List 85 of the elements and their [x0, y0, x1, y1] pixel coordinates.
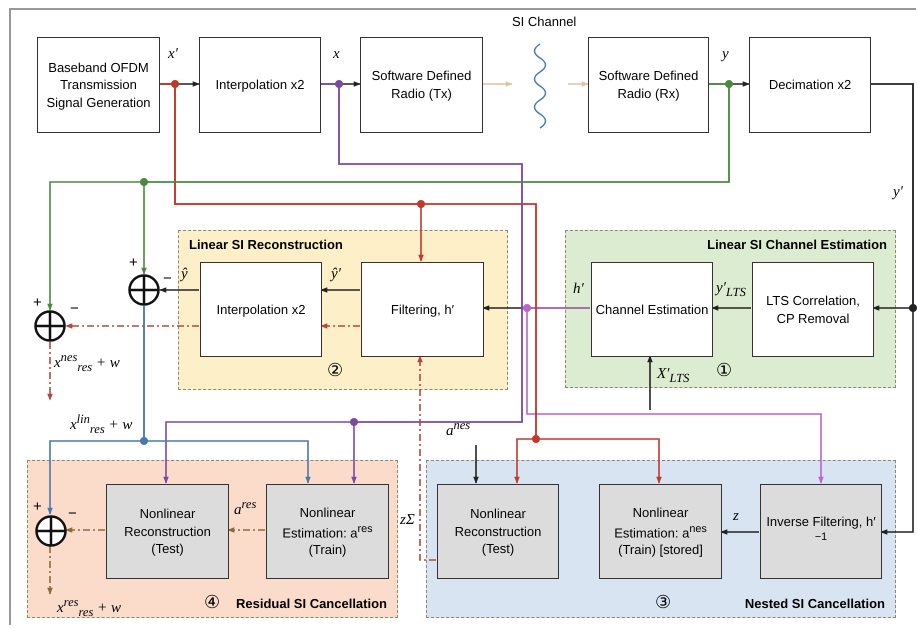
signal-label: z — [733, 508, 739, 525]
box-text: Channel Estimation — [596, 300, 708, 318]
process-box — [200, 262, 322, 357]
signal-label: a$^{res}$ — [234, 497, 256, 519]
signal-label: y′ — [893, 184, 903, 201]
box-text: Nonlinear Estimation: a$^{nes}$ (Train) [stored] — [613, 504, 708, 559]
signal-label: y′$_{LTS}$ — [716, 280, 746, 300]
arrow — [65, 323, 199, 329]
arrow — [321, 83, 523, 484]
process-box — [360, 37, 483, 133]
arrow — [473, 445, 479, 484]
arrow — [526, 307, 824, 484]
box-text: Nonlinear Reconstruction (Test) — [123, 505, 212, 558]
summing-junction — [34, 310, 66, 342]
signal-label: x$^{lin}$$_{res}$ + w — [70, 412, 132, 437]
process-box — [199, 37, 321, 133]
group-title: Linear SI Reconstruction — [189, 237, 343, 252]
sign-label: − — [70, 300, 79, 317]
process-box — [37, 37, 160, 133]
arrow — [720, 529, 759, 535]
signal-label: x$^{res}$$_{res}$ + w — [47, 595, 137, 617]
box-text: Decimation x2 — [768, 76, 852, 94]
signal-label: ŷ′ — [331, 266, 341, 283]
group-title: Linear SI Channel Estimation — [707, 237, 887, 252]
box-text: LTS Correlation, CP Removal — [765, 292, 861, 328]
group-panel — [27, 460, 398, 618]
arrow — [320, 287, 360, 293]
box-text: Nonlinear Reconstruction (Test) — [454, 505, 542, 558]
sign-label: + — [33, 498, 42, 515]
arrow — [417, 355, 436, 561]
arrow — [65, 527, 105, 533]
process-box — [437, 484, 559, 579]
sign-label: − — [68, 505, 77, 522]
process-box — [749, 37, 871, 133]
group-title: Nested SI Cancellation — [744, 596, 885, 611]
group-panel — [426, 460, 896, 618]
box-text: Filtering, h′ — [390, 300, 454, 318]
arrow — [47, 83, 730, 311]
signal-label: zΣ — [400, 512, 415, 529]
signal-label: x$^{nes}$$_{res}$ + w — [54, 350, 120, 375]
arrow — [568, 81, 589, 87]
box-text: Interpolation x2 — [216, 76, 304, 94]
arrow — [227, 527, 265, 533]
sign-label: + — [129, 254, 138, 271]
arrow — [320, 323, 360, 329]
signal-label: ŷ — [181, 266, 188, 283]
sign-label: − — [163, 270, 172, 287]
arrow — [647, 355, 653, 410]
box-text: Interpolation x2 — [216, 300, 306, 318]
group-panel — [565, 230, 896, 388]
step-number: ② — [327, 359, 343, 381]
arrow — [483, 81, 513, 87]
arrow — [711, 305, 751, 311]
arrow — [47, 546, 53, 595]
signal-label: y — [722, 46, 729, 63]
summing-junction — [128, 274, 160, 306]
box-text: Baseband OFDM Transmission Signal Generation — [45, 58, 152, 112]
signal-label: x′ — [168, 46, 178, 63]
signal-label: a$^{nes}$ — [446, 418, 470, 440]
signal-label: X′$_{LTS}$ — [657, 366, 690, 386]
process-box — [106, 484, 229, 579]
sign-label: + — [33, 294, 42, 311]
arrow — [47, 342, 53, 401]
process-box — [588, 37, 709, 133]
arrow — [160, 83, 662, 484]
step-number: ③ — [655, 591, 671, 613]
arrow — [159, 287, 199, 293]
process-box — [361, 262, 484, 357]
box-text: Software Defined Radio (Tx) — [370, 67, 472, 103]
process-box — [760, 484, 882, 579]
arrow — [871, 83, 914, 535]
signal-label: h′ — [573, 280, 584, 299]
summing-junction — [35, 515, 67, 547]
box-text: Software Defined Radio (Rx) — [598, 67, 700, 103]
process-box — [752, 262, 874, 357]
process-box — [599, 484, 722, 579]
process-box — [266, 484, 389, 579]
step-number: ④ — [204, 591, 220, 613]
group-panel — [178, 230, 508, 390]
signal-label: x — [333, 46, 340, 63]
arrow — [143, 306, 311, 484]
step-number: ① — [716, 359, 732, 381]
group-title: Residual SI Cancellation — [236, 596, 387, 611]
box-text: Nonlinear Estimation: a$^{res}$ (Train) — [281, 504, 374, 559]
channel-label: SI Channel — [512, 14, 576, 29]
